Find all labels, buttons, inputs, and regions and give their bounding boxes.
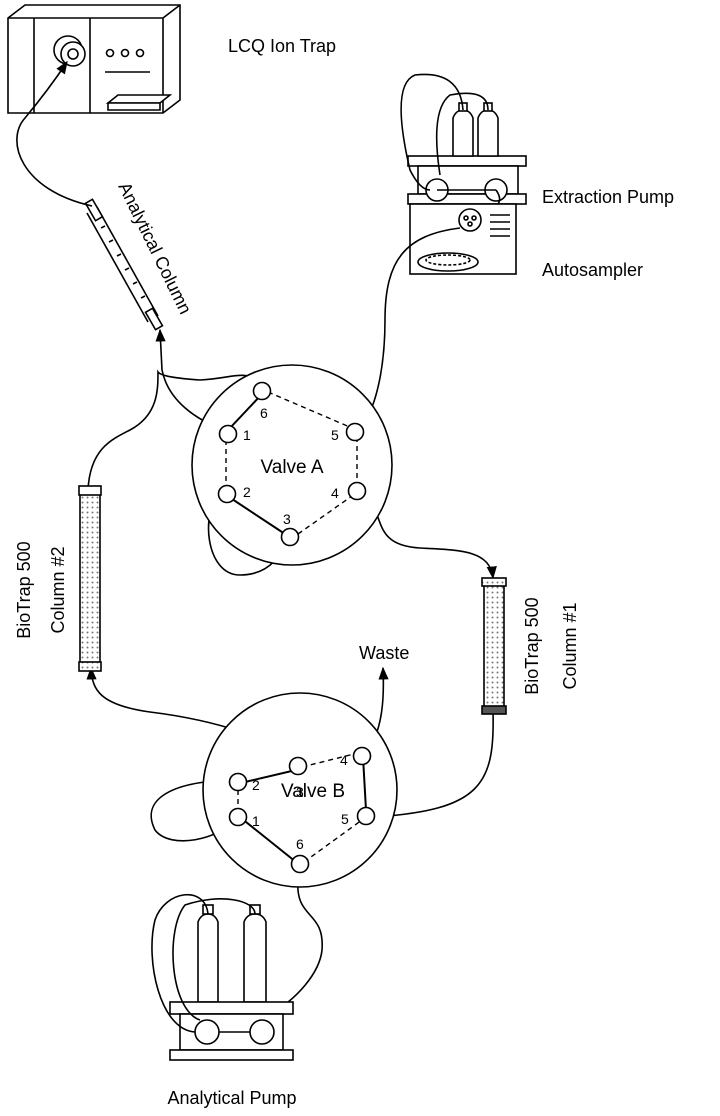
biotrap2-to-valve-a-port6-tubing <box>87 369 264 491</box>
valve-b-port-1: 1 <box>252 813 260 829</box>
valve-b-port-4: 4 <box>340 752 348 768</box>
valve-b <box>202 692 398 888</box>
biotrap-column-1 <box>481 577 507 715</box>
analytical-column-label: Analytical Column <box>114 179 195 317</box>
autosampler-label: Autosampler <box>542 260 643 280</box>
analytical-pump-label: Analytical Pump <box>167 1088 296 1108</box>
autosampler-instrument <box>409 203 517 275</box>
biotrap1-label-line1: BioTrap 500 <box>522 597 542 694</box>
valve-a-port-4: 4 <box>331 485 339 501</box>
biotrap1-to-valve-b-port5-tubing <box>373 711 494 822</box>
autosampler-to-valve-a-port5-tubing <box>361 227 461 429</box>
valve-a-port-2: 2 <box>243 484 251 500</box>
analytical-pump-to-valve-b-port6-tubing <box>259 865 323 1021</box>
biotrap-column-2 <box>78 485 102 672</box>
extraction-pump-label: Extraction Pump <box>542 187 674 207</box>
valve-a-port-5: 5 <box>331 427 339 443</box>
valve-a-label: Valve A <box>260 457 323 478</box>
valve-b-port-6: 6 <box>296 836 304 852</box>
biotrap1-label-line2: Column #1 <box>560 602 580 689</box>
valve-a-port-1: 1 <box>243 427 251 443</box>
lcq-ion-trap-instrument <box>7 4 181 114</box>
biotrap2-label-line2: Column #2 <box>48 546 68 633</box>
valve-b-port-3: 3 <box>296 784 304 800</box>
ion-trap-label: LCQ Ion Trap <box>228 36 336 56</box>
valve-b-label: Valve B <box>281 781 345 802</box>
valve-a-port-3: 3 <box>283 511 291 527</box>
biotrap2-label-line1: BioTrap 500 <box>14 541 34 638</box>
analytical-column <box>84 198 164 331</box>
analytical-pump-instrument <box>151 893 294 1061</box>
valve-b-port-2: 2 <box>252 777 260 793</box>
extraction-pump-instrument <box>400 73 527 213</box>
valve-a-port-6: 6 <box>260 405 268 421</box>
valve-b-loop <box>150 779 241 842</box>
waste-label: Waste <box>359 643 409 663</box>
valve-b-port-5: 5 <box>341 811 349 827</box>
valve-a <box>191 364 393 566</box>
column-to-ion-trap-tubing <box>16 60 93 207</box>
